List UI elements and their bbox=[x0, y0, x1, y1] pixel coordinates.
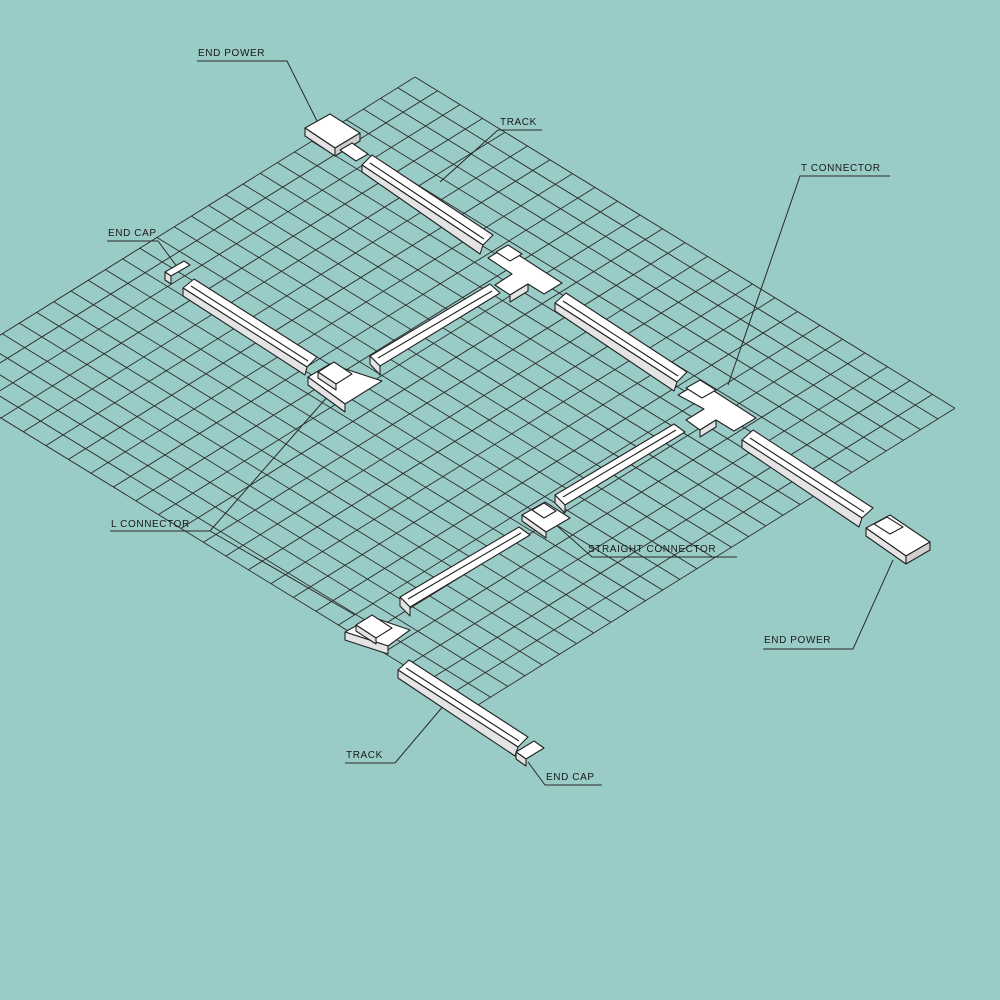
grid-line bbox=[0, 374, 509, 687]
grid-line bbox=[0, 395, 491, 698]
grid-line bbox=[259, 172, 801, 505]
grid-line bbox=[87, 279, 629, 612]
label-end-power-top: END POWER bbox=[198, 48, 265, 59]
grid-line bbox=[1, 333, 543, 666]
t-connector-lower[interactable] bbox=[677, 379, 757, 438]
leader-l-connector-b bbox=[209, 530, 356, 616]
label-end-cap-bottom: END CAP bbox=[546, 772, 595, 783]
leader-lines bbox=[107, 60, 894, 786]
t-connector-upper[interactable] bbox=[487, 244, 563, 303]
grid-line bbox=[70, 290, 612, 623]
leader-straight-connector bbox=[544, 514, 737, 558]
l-connector-upper[interactable] bbox=[307, 361, 383, 413]
grid-line bbox=[397, 87, 939, 420]
label-track-bottom: TRACK bbox=[346, 750, 383, 761]
track-3[interactable] bbox=[369, 283, 501, 376]
grid-line bbox=[191, 215, 732, 548]
labels: END POWER TRACK T CONNECTOR END CAP L CO… bbox=[108, 48, 881, 783]
leader-end-cap-left bbox=[107, 240, 179, 269]
grid-line bbox=[208, 205, 749, 537]
grid-line bbox=[173, 226, 715, 559]
grid-line bbox=[345, 119, 887, 452]
label-track-top: TRACK bbox=[500, 117, 537, 128]
grid-line bbox=[0, 416, 474, 709]
grid-line bbox=[19, 322, 560, 655]
track-2[interactable] bbox=[182, 278, 318, 376]
grid-line bbox=[380, 98, 921, 430]
leader-end-cap-bottom bbox=[527, 761, 602, 786]
grid-line bbox=[36, 312, 577, 644]
end-cap-left-part[interactable] bbox=[164, 260, 191, 285]
grid-line bbox=[414, 76, 956, 409]
leader-track-bottom bbox=[345, 697, 451, 764]
track-6[interactable] bbox=[741, 429, 874, 528]
track-7[interactable] bbox=[399, 526, 531, 617]
grid-line bbox=[277, 162, 818, 495]
label-l-connector: L CONNECTOR bbox=[111, 519, 190, 530]
label-t-connector: T CONNECTOR bbox=[801, 163, 881, 174]
end-power-right-part[interactable] bbox=[865, 514, 931, 565]
floor-grid bbox=[0, 76, 956, 709]
leader-track-top bbox=[439, 129, 542, 183]
grid-line bbox=[225, 194, 767, 527]
label-end-cap-left: END CAP bbox=[108, 228, 157, 239]
leader-end-power-right bbox=[763, 559, 894, 650]
label-end-power-right: END POWER bbox=[764, 635, 831, 646]
label-straight-connector: STRAIGHT CONNECTOR bbox=[588, 544, 716, 555]
fittings bbox=[164, 113, 931, 767]
leader-end-power-top bbox=[197, 60, 319, 124]
grid-line bbox=[363, 108, 904, 441]
track-1[interactable] bbox=[361, 154, 494, 255]
tracks bbox=[182, 154, 874, 757]
leader-t-connector bbox=[727, 175, 890, 386]
track-5[interactable] bbox=[554, 423, 686, 514]
end-cap-bottom-part[interactable] bbox=[515, 740, 545, 767]
end-power-top-part[interactable] bbox=[304, 113, 369, 162]
grid-line bbox=[53, 301, 595, 634]
track-8[interactable] bbox=[397, 659, 529, 757]
grid-line bbox=[242, 183, 784, 516]
track-4[interactable] bbox=[554, 292, 688, 392]
straight-connector-part[interactable] bbox=[521, 501, 571, 539]
l-connector-lower[interactable] bbox=[344, 614, 411, 655]
grid-line bbox=[105, 269, 646, 602]
grid-line bbox=[0, 353, 526, 677]
grid-line bbox=[156, 237, 698, 570]
